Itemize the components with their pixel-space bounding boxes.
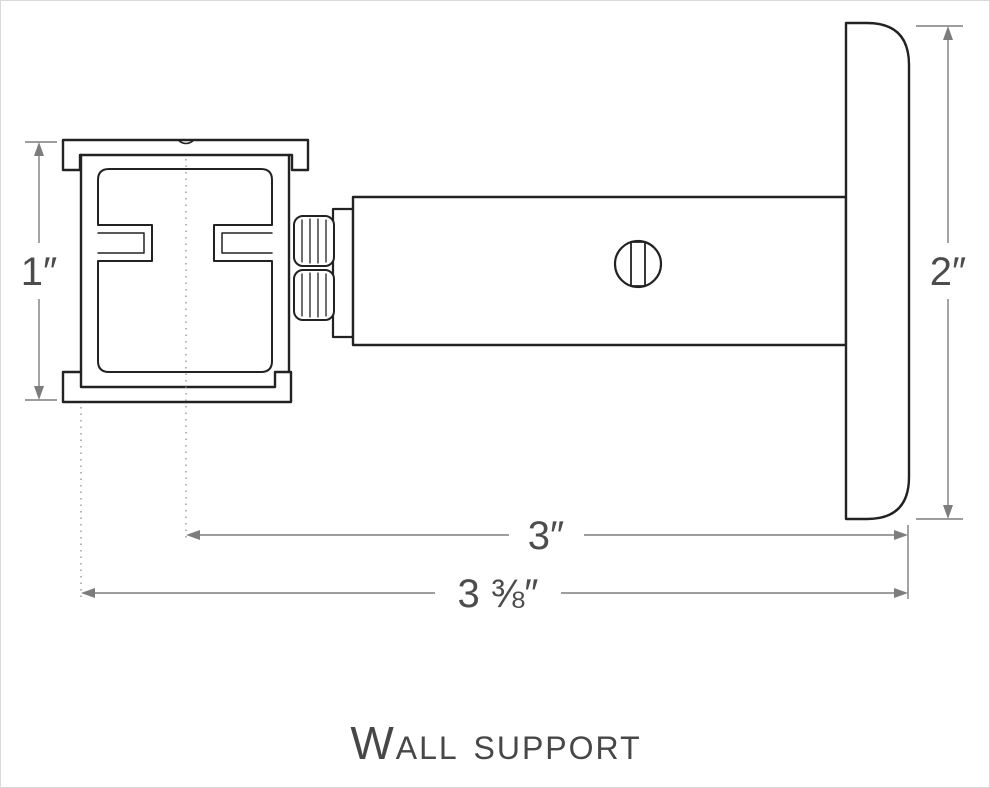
track-top-notch — [177, 139, 195, 145]
track-profile — [61, 138, 310, 404]
diagram-title: Wall support — [350, 717, 641, 769]
dimension-plate-height: 2″ — [916, 25, 966, 520]
track-cavity — [97, 168, 273, 373]
dimension-label-arm-length: 3″ — [528, 514, 564, 558]
dimension-overall-depth: 3 ⅜″ — [81, 572, 908, 616]
mounting-screw — [613, 239, 663, 289]
track-bottom-flange — [61, 370, 293, 404]
swivel-joint — [293, 207, 355, 339]
dimension-label-track-height: 1″ — [21, 250, 57, 294]
dimension-track-height: 1″ — [21, 141, 57, 401]
track-top-flange — [61, 138, 310, 172]
knurled-nut-bottom — [293, 269, 335, 321]
wall-plate — [844, 21, 911, 521]
support-arm — [351, 195, 848, 347]
dimension-label-overall-depth: 3 ⅜″ — [458, 572, 539, 616]
dimension-arm-length: 3″ — [186, 514, 908, 558]
knurled-nut-top — [293, 215, 335, 267]
joint-plate — [331, 207, 355, 339]
dimension-label-plate-height: 2″ — [930, 250, 966, 294]
track-tab-detail-right — [221, 232, 273, 254]
track-tab-detail-left — [97, 232, 145, 254]
